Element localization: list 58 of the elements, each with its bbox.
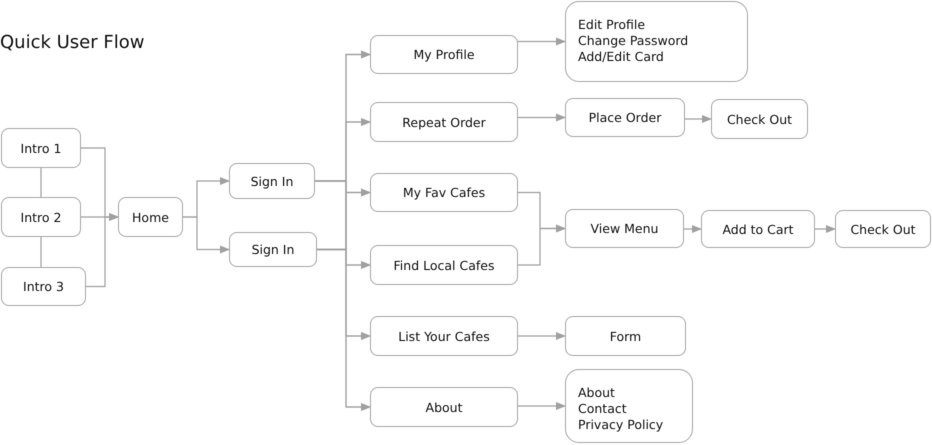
- node-label: About: [426, 400, 462, 414]
- node-label: Check Out: [850, 222, 916, 236]
- arrow: [518, 332, 566, 340]
- node-label: Privacy Policy: [578, 417, 664, 433]
- screen-list-box: [565, 1, 748, 82]
- screen-box: [370, 35, 518, 74]
- diagram-title: Quick User Flow: [0, 32, 144, 53]
- screen-box: [1, 267, 86, 306]
- screen-box: [229, 163, 315, 199]
- node-label: Change Password: [578, 33, 688, 49]
- screen-box: [711, 99, 808, 139]
- node-label: Edit Profile: [578, 17, 646, 33]
- arrow: [685, 115, 712, 123]
- node-label: Intro 1: [20, 140, 62, 156]
- screen-box: [370, 387, 518, 427]
- connector-line: [40, 168, 42, 197]
- screen-box: [118, 197, 183, 237]
- node-label: Sign In: [250, 174, 294, 188]
- node-label: Find Local Cafes: [394, 258, 494, 272]
- node-label: View Menu: [590, 221, 658, 236]
- arrow: [86, 213, 119, 288]
- arrow: [518, 114, 566, 122]
- arrow: [684, 225, 702, 233]
- arrow: [518, 402, 566, 410]
- screen-box: [370, 245, 518, 285]
- node-label: Check Out: [726, 112, 792, 126]
- screen-box: [229, 232, 317, 267]
- screen-box: [370, 102, 518, 142]
- node-label: Intro 3: [23, 279, 64, 294]
- node-label: Place Order: [588, 110, 662, 125]
- node-label: Contact: [578, 401, 627, 417]
- node-label: Add to Cart: [722, 222, 794, 236]
- screen-box: [565, 316, 686, 356]
- node-label: My Fav Cafes: [402, 185, 486, 200]
- arrow: [183, 216, 230, 254]
- node-label: Sign In: [252, 242, 294, 257]
- screen-box: [1, 128, 81, 168]
- screen-box: [370, 173, 518, 212]
- arrow: [815, 225, 836, 233]
- node-label: My Profile: [413, 47, 475, 62]
- arrow: [518, 224, 566, 266]
- node-label: Form: [610, 328, 642, 344]
- screen-box: [1, 197, 81, 237]
- screen-list-box: [565, 369, 693, 443]
- node-label: Intro 2: [20, 210, 62, 224]
- node-label: About: [578, 385, 615, 401]
- arrow: [317, 248, 371, 411]
- node-label: Repeat Order: [402, 114, 486, 130]
- node-label: List Your Cafes: [398, 328, 490, 344]
- screen-box: [565, 209, 684, 248]
- node-label: Home: [132, 210, 169, 224]
- screen-box: [701, 210, 815, 248]
- arrow: [518, 38, 566, 46]
- screen-box: [835, 210, 931, 248]
- connector-line: [40, 237, 42, 267]
- node-label: Add/Edit Card: [578, 49, 664, 65]
- screen-box: [565, 98, 685, 137]
- screen-box: [370, 316, 518, 356]
